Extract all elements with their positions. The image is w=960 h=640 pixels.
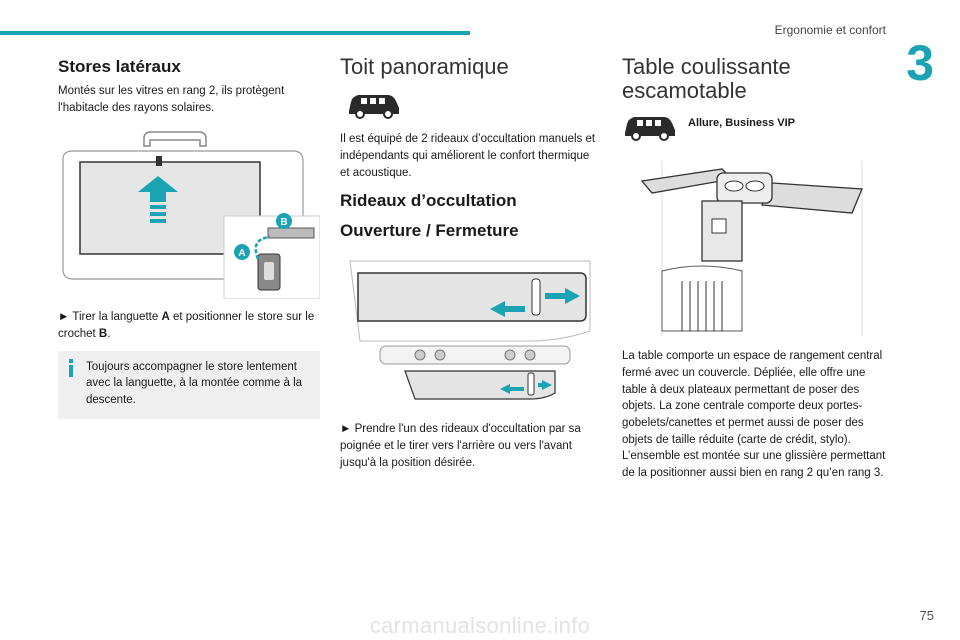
info-note: Toujours accompagner le store lentement … (58, 350, 320, 419)
up-arrow-icon (138, 176, 178, 224)
stores-intro: Montés sur les vitres en rang 2, ils pro… (58, 85, 285, 114)
chapter-number: 3 (906, 35, 934, 91)
label-a: A (238, 248, 245, 259)
ouverture-title: Ouverture / Fermeture (340, 221, 519, 241)
version-badge: Allure, Business VIP (622, 113, 887, 142)
watermark: carmanualsonline.info (369, 613, 591, 638)
info-icon (69, 358, 73, 377)
column-stores: Stores latéraux Montés sur les vitres en… (58, 55, 320, 419)
left-arrow-icon (490, 301, 525, 318)
header-accent-bar (0, 31, 470, 35)
table-illustration (622, 161, 887, 337)
toit-intro: Il est équipé de 2 rideaux d’occultation… (340, 133, 596, 179)
van-icon (346, 91, 602, 120)
section-title: Ergonomie et confort (774, 23, 886, 37)
label-b: B (280, 217, 287, 228)
badge-versions: Allure, Business VIP (688, 117, 795, 130)
note-text: Toujours accompagner le store lentement … (86, 360, 303, 407)
stores-illustration: A B (58, 124, 320, 300)
rideaux-title: Rideaux d’occultation (340, 191, 517, 211)
right-arrow-icon (545, 288, 580, 305)
table-body: La table comporte un espace de rangement… (622, 350, 886, 480)
curtain-illustration (340, 251, 602, 411)
stores-step: ► Tirer la languette A et positionner le… (58, 311, 315, 341)
page-number: 75 (919, 608, 934, 623)
table-title: Table coulissante escamotable (622, 54, 791, 104)
van-icon (625, 117, 675, 142)
stores-title: Stores latéraux (58, 57, 181, 76)
toit-title: Toit panoramique (340, 54, 509, 79)
column-toit: Toit panoramique Il est équipé de 2 ride… (340, 54, 602, 479)
column-table: Table coulissante escamotable Allure, Bu… (622, 54, 887, 490)
toit-step: ► Prendre l'un des rideaux d'occultation… (340, 423, 581, 469)
